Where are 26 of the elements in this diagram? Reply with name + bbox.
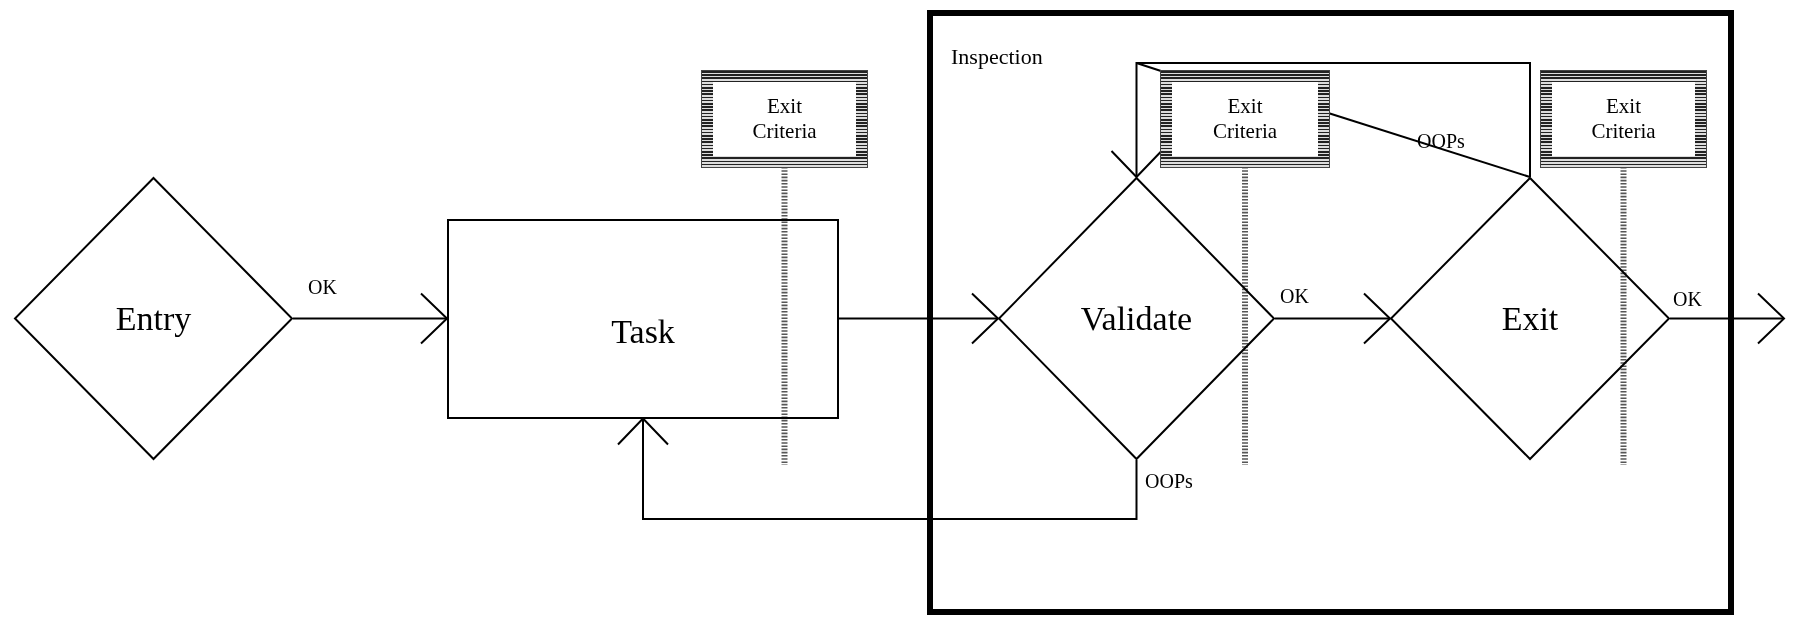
- process-box: [447, 218, 839, 419]
- post-line: [781, 167, 788, 465]
- criteria-box: Exit Criteria: [1161, 71, 1329, 167]
- node-label: Validate: [1079, 299, 1194, 338]
- node-label: Entry: [114, 299, 193, 338]
- connector-line: [1328, 112, 1531, 178]
- connector-line: [1135, 62, 1162, 72]
- edge-label: OK: [1280, 285, 1309, 308]
- arrow: [838, 292, 999, 345]
- criteria-box: Exit Criteria: [1541, 71, 1706, 167]
- arrow: [292, 292, 448, 345]
- arrow: [617, 417, 1138, 520]
- edge-label: OOPs: [1145, 470, 1193, 493]
- arrow: [1669, 292, 1785, 345]
- post-line: [1242, 167, 1248, 465]
- edge-label: OK: [308, 276, 337, 299]
- group-heading: Inspection: [951, 44, 1043, 70]
- node-label: Task: [610, 313, 676, 352]
- post-line: [1620, 167, 1627, 465]
- edge-label: OK: [1673, 288, 1702, 311]
- group-frame: [927, 10, 1734, 615]
- arrow: [1110, 62, 1531, 178]
- edge-label: OOPs: [1417, 130, 1465, 153]
- node-label: Exit: [1500, 299, 1560, 338]
- arrow: [1274, 292, 1391, 345]
- criteria-box: Exit Criteria: [702, 71, 867, 167]
